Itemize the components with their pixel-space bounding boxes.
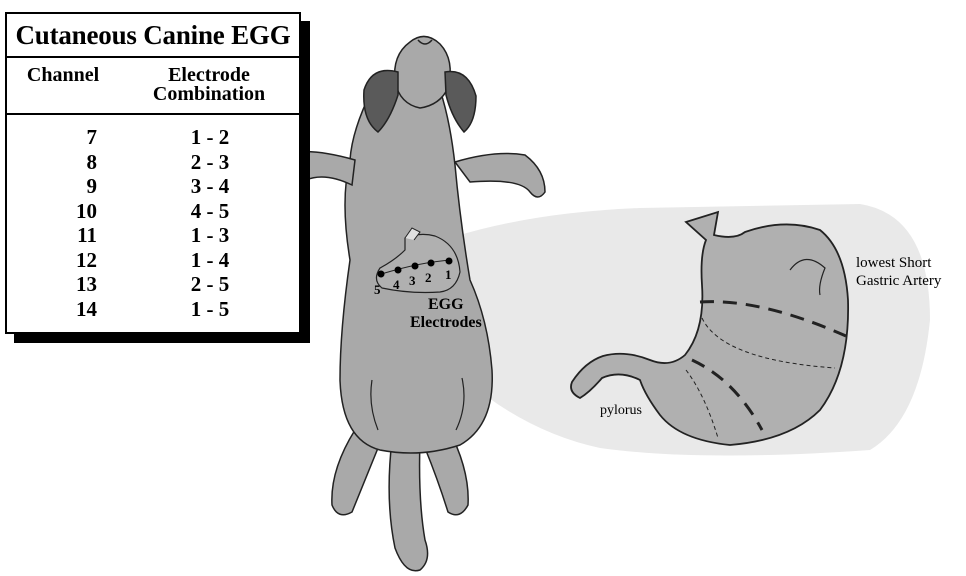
electrode-dot-5 — [378, 271, 385, 278]
electrode-dot-3 — [412, 263, 419, 270]
channel-cell: 11 — [7, 223, 97, 248]
electrode-dot-4 — [395, 267, 402, 274]
channel-cell: 14 — [7, 297, 97, 322]
dog-head — [395, 36, 451, 108]
channel-cell: 8 — [7, 150, 97, 175]
combination-cell: 1 - 5 — [97, 297, 299, 322]
combination-cell: 3 - 4 — [97, 174, 299, 199]
egg-electrodes-label-line1: EGG — [428, 296, 464, 313]
electrode-dot-2 — [428, 260, 435, 267]
combination-cell: 2 - 5 — [97, 272, 299, 297]
electrode-number-1: 1 — [445, 267, 452, 282]
dog-ear-right — [445, 72, 476, 133]
artery-label-line2: Gastric Artery — [856, 273, 942, 289]
combination-cell: 1 - 4 — [97, 248, 299, 273]
egg-electrodes-label-line2: Electrodes — [410, 314, 482, 331]
combination-cell: 1 - 2 — [97, 125, 299, 150]
dog-tail — [389, 440, 427, 571]
table-title: Cutaneous Canine EGG — [7, 14, 299, 58]
combination-cell: 2 - 3 — [97, 150, 299, 175]
channel-cell: 9 — [7, 174, 97, 199]
channel-cell: 7 — [7, 125, 97, 150]
channel-cell: 10 — [7, 199, 97, 224]
channel-table: Cutaneous Canine EGG Channel Electrode C… — [5, 12, 301, 334]
channel-cell: 12 — [7, 248, 97, 273]
combination-cell: 4 - 5 — [97, 199, 299, 224]
artery-label-line1: lowest Short — [856, 255, 932, 271]
header-combination: Electrode Combination — [119, 58, 299, 113]
channel-cell: 13 — [7, 272, 97, 297]
electrode-number-3: 3 — [409, 273, 416, 288]
header-channel: Channel — [7, 58, 119, 113]
pylorus-label: pylorus — [600, 403, 642, 418]
electrode-number-2: 2 — [425, 270, 432, 285]
electrode-number-4: 4 — [393, 277, 400, 292]
combination-cell: 1 - 3 — [97, 223, 299, 248]
table-header: Channel Electrode Combination — [7, 58, 299, 115]
dog-front-leg-right — [455, 154, 545, 197]
electrode-dot-1 — [446, 258, 453, 265]
electrode-number-5: 5 — [374, 282, 381, 297]
